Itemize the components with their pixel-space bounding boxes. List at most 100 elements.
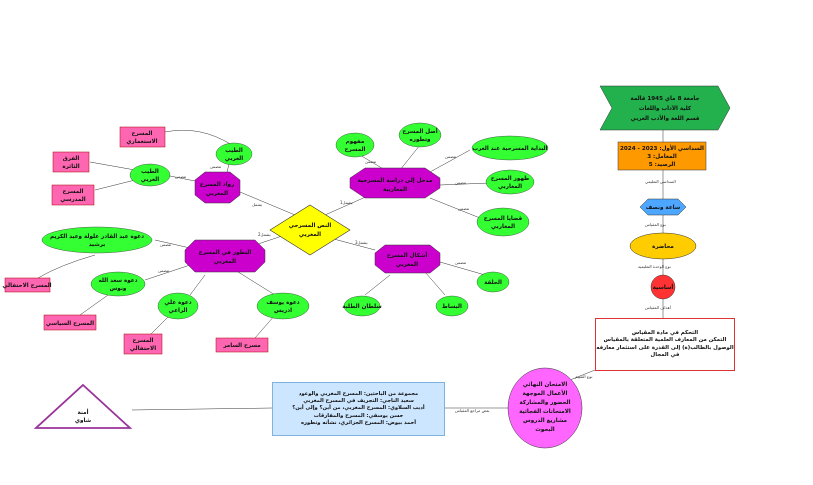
edge-study-issues (429, 197, 481, 219)
lecture-label: محاضرة (652, 244, 674, 250)
box-colonial-theatre-label-2: الاستعماري (126, 139, 157, 145)
edge-abdelkader-festive (37, 254, 96, 279)
leaf-call-ali (157, 292, 199, 320)
leaf-halqa (476, 271, 510, 293)
reference-3: أديب السلاوي: المسرح المغربي، من أين؟ وإ… (292, 405, 425, 412)
leaf-issues (476, 207, 530, 237)
edge-study-concept (359, 154, 386, 171)
leaf-sultan-talba (343, 295, 381, 317)
nodes: النص المسرحي المغربي رواد المسرح المغربي… (2, 85, 731, 449)
box-epic-theatre (123, 333, 163, 355)
branch-roots-label-1: رواد المسرح (200, 182, 234, 188)
edge-dev-ali (189, 274, 206, 296)
box-school-theatre-label-1: المسرح (63, 189, 84, 195)
edge-study-origin (399, 144, 421, 171)
leaf-call-youssef (256, 292, 310, 320)
leaf-call-youssef-label-2: ادريس (274, 308, 292, 314)
course-coefficient: المعامل: 3 (647, 154, 677, 160)
edge-study-emergence (439, 182, 491, 186)
leaf-bsat (435, 295, 469, 317)
hours-label: ساعة ونصف (646, 205, 681, 211)
edge-label-includes2: يشمل2 (258, 232, 271, 237)
leaf-call-abdelkader (41, 226, 153, 254)
objective-1: التحكم في مادة المقياس (631, 329, 699, 336)
box-colonial-theatre (119, 126, 166, 148)
box-school-theatre-label-2: المدرسي (60, 197, 85, 203)
branch-development-shape (184, 239, 266, 273)
edge-youssef-samer (254, 314, 276, 339)
edge-forms-sultan (364, 274, 391, 296)
branch-forms-label-2: المغربي (396, 262, 418, 268)
edge-center-forms (329, 237, 376, 251)
center-node-label-1: النص المسرحي (289, 223, 332, 229)
edge-dev-saad (144, 264, 191, 281)
box-ultra (52, 151, 90, 173)
branch-roots-label-2: المغربي (206, 191, 228, 197)
edge-label-contains-tayeb: تتضمن (175, 174, 186, 179)
author-label-2: شاوي (75, 418, 92, 424)
edge-label-contains-forms: تتضمن (455, 260, 466, 265)
leaf-concept (335, 132, 375, 158)
course-credits: الرصيد: 5 (649, 162, 676, 168)
edge-label-contains-dev: تتضمن (160, 242, 171, 247)
edge-center-study (324, 194, 371, 216)
box-ultra-label-2: الثائرة (62, 164, 79, 170)
reference-4: حسن يوسفي: المسرح والمفارقات (313, 412, 404, 419)
leaf-emergence-label-1: ظهور المسرح (491, 176, 530, 182)
center-node-shape (269, 204, 351, 256)
lecture-shape (629, 232, 697, 260)
evaluation-item-6: البحوث (535, 427, 555, 433)
branch-study-label-1: مدخل إلى دراسة المسرحية (358, 178, 433, 184)
evaluation-item-4: الامتحانات الفجائية (519, 409, 571, 415)
box-political-theatre-label: المسرح السياسي (46, 321, 94, 327)
header-faculty: كلية الآداب واللغات (639, 104, 692, 112)
leaf-halqa-label: الحلقة (484, 280, 502, 286)
evaluation-item-2: الأعمال الموجهة (523, 389, 568, 397)
edge-label-includes1: يشمل1 (340, 200, 353, 205)
branch-forms-label-1: أشكال المسرح (387, 251, 428, 259)
unit-label: أساسية (653, 283, 674, 291)
box-samer-theatre-label: مسرح السامر (222, 343, 261, 349)
branch-study-label-2: المغاربية (383, 187, 407, 193)
leaf-sultan-talba-label: سلطان الطلبة (342, 304, 382, 310)
course-semester: السداسي الأول: 2023 - 2024 (620, 144, 704, 152)
reference-1: مجموعة من الباحثين: المسرح المغربي والوع… (298, 391, 419, 398)
reference-2: سعيد الناجي: التجريف في المسرح المغربي (303, 398, 414, 405)
box-school-theatre (51, 184, 95, 206)
leaf-concept-label-1: مفهوم (346, 139, 365, 145)
edge-tayeb-ultra (89, 161, 136, 171)
header-banner-shape (599, 85, 731, 131)
edge-label-semester: السداسي التعليمي (645, 179, 676, 184)
evaluation-shape (507, 367, 583, 449)
references-box: مجموعة من الباحثين: المسرح المغربي والوع… (272, 382, 445, 436)
box-political-theatre (43, 314, 97, 331)
leaf-emergence (485, 169, 535, 195)
leaf-tayeb-right-label-1: الطيب (225, 148, 243, 154)
leaf-call-abdelkader-label-2: برشيد (89, 242, 106, 248)
edge-tayeb-school (94, 179, 136, 191)
edge-forms-bsat (424, 271, 446, 296)
hours-shape (639, 198, 687, 216)
leaf-arab-beginnings-label: البداية المسرحية عند العرب (472, 146, 547, 152)
leaf-origin-label-2: وتطوره (409, 137, 431, 143)
edge-center-development (254, 234, 286, 246)
leaf-tayeb-left-label-1: الطيب (141, 169, 159, 175)
edge-label-includes-roots: يشمل (252, 202, 262, 207)
leaf-origin (398, 122, 442, 148)
edge-label-contains-dev2: تتضمن (158, 268, 169, 273)
leaf-tayeb-right (215, 142, 253, 166)
branch-development-label-1: التطور في المسرح (199, 250, 252, 256)
reference-5: أحمد بيوض: المسرح الجزائري، نشأته وتطوره (300, 419, 416, 426)
leaf-call-ali-label-2: الراعي (169, 308, 188, 314)
box-ultra-label-1: الفرق (63, 156, 80, 162)
objectives-box: التحكم في مادة المقياس التمكن من المعارف… (595, 318, 735, 371)
edge-label-type: نوع المقياس (645, 222, 666, 227)
header-department: قسم اللغة والأدب العربي (631, 114, 700, 122)
branch-roots-shape (194, 171, 241, 204)
objective-2: التمكن من المعارف العلمية المتعلقة بالمق… (603, 337, 727, 344)
leaf-issues-label-2: المغاربي (491, 224, 515, 230)
edge-label-eval: نوع التقييم (575, 374, 592, 379)
leaf-tayeb-left-label-2: العربي (141, 177, 159, 183)
leaf-call-youssef-label-1: دعوة يوسف (266, 300, 299, 306)
